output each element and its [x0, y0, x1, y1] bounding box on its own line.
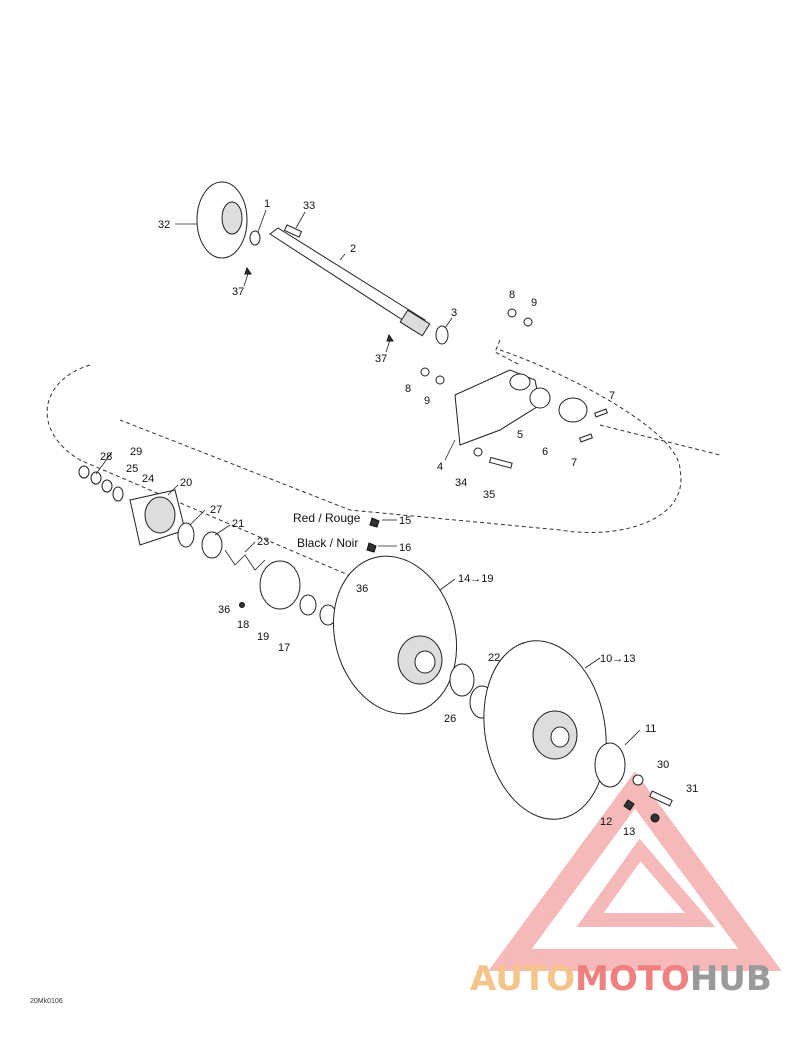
callout-19: 19 [257, 631, 269, 643]
nut-8a [507, 308, 517, 318]
callout-34: 34 [455, 477, 467, 489]
bushing-21 [201, 531, 223, 559]
callout-2: 2 [350, 243, 356, 255]
spring-23 [224, 549, 266, 571]
callout-36b: 36 [356, 583, 368, 595]
shaft-2 [269, 227, 426, 331]
watermark-part-3: HUB [690, 959, 772, 999]
callout-29: 29 [130, 446, 142, 458]
watermark-part-1: AUTO [470, 959, 575, 999]
callout-9b: 9 [424, 395, 430, 407]
ring-25 [101, 479, 113, 493]
bearing-37-top [244, 266, 252, 275]
callout-8a: 8 [509, 289, 515, 301]
washer-9b [435, 375, 445, 385]
bolt-31 [649, 790, 673, 807]
callout-3: 3 [451, 307, 457, 319]
watermark-text: AUTOMOTOHUB [470, 959, 772, 999]
callout-12: 12 [600, 816, 612, 828]
fixed-sheave [483, 640, 673, 823]
sliding-sheave [332, 517, 458, 715]
ring-24 [112, 486, 124, 502]
callout-22: 22 [488, 652, 500, 664]
washer-30 [632, 774, 644, 786]
callout-9a: 9 [531, 297, 537, 309]
watermark-part-2: MOTO [575, 959, 690, 999]
callout-26: 26 [444, 713, 456, 725]
callout-25: 25 [126, 463, 138, 475]
leader-lines [95, 209, 641, 746]
washer-3 [435, 325, 449, 345]
bearing-5 [529, 387, 551, 409]
shaft-assembly [196, 181, 449, 345]
button-15 [369, 517, 380, 528]
callout-5: 5 [517, 429, 523, 441]
nut-8b [420, 367, 430, 377]
callout-33: 33 [303, 200, 315, 212]
callout-10: 10→13 [600, 653, 635, 665]
callout-14: 14→19 [458, 573, 493, 585]
callout-6: 6 [542, 446, 548, 458]
washer-22 [449, 663, 475, 697]
ring-29 [90, 471, 102, 485]
drive-belt-outline [46, 349, 682, 581]
ring-19 [299, 594, 317, 616]
callout-17: 17 [278, 642, 290, 654]
bolt-35 [488, 456, 513, 469]
callout-11: 11 [645, 723, 656, 735]
watermark-logo [488, 771, 782, 971]
callout-24: 24 [142, 473, 154, 485]
support-bracket [420, 308, 608, 469]
callout-37a: 37 [232, 286, 244, 298]
callout-8b: 8 [405, 383, 411, 395]
bolt-7a [594, 408, 608, 418]
callout-7b: 7 [571, 457, 577, 469]
washer-34 [473, 447, 483, 457]
callout-30: 30 [657, 759, 669, 771]
callout-23: 23 [257, 536, 269, 548]
note-black: Black / Noir [297, 536, 358, 550]
nut-12 [623, 799, 635, 811]
callout-labels: 32 1 33 2 37 37 8 9 3 8 9 7 5 6 7 4 34 3… [100, 198, 698, 838]
drawing-code: 20Mk0106 [30, 998, 63, 1005]
note-red: Red / Rouge [293, 511, 361, 525]
key-33 [283, 224, 303, 238]
callout-15: 15 [399, 515, 411, 527]
callout-1: 1 [264, 198, 270, 210]
ring-28 [78, 465, 90, 479]
callout-31: 31 [686, 783, 698, 795]
screw-36a [239, 602, 245, 608]
plate-11 [594, 742, 626, 788]
callout-16: 16 [399, 542, 411, 554]
button-16 [366, 542, 377, 553]
callout-4: 4 [437, 461, 443, 473]
callout-28: 28 [100, 451, 112, 463]
screw-13 [650, 813, 660, 823]
callout-21: 21 [232, 518, 244, 530]
cam-stack [78, 465, 347, 626]
ring-27 [177, 522, 195, 548]
callout-36a: 36 [218, 604, 230, 616]
sheave-14 [332, 555, 458, 715]
callout-32: 32 [158, 219, 170, 231]
callout-7a: 7 [609, 390, 615, 402]
callout-20: 20 [180, 477, 192, 489]
nut-1 [249, 230, 261, 246]
flange-6 [558, 397, 588, 423]
callout-27: 27 [210, 504, 222, 516]
callout-18: 18 [237, 619, 249, 631]
callout-35: 35 [483, 489, 495, 501]
ring-18 [259, 560, 301, 610]
bolt-7b [579, 433, 593, 443]
callout-37b: 37 [375, 353, 387, 365]
washer-9a [523, 317, 533, 327]
callout-13: 13 [623, 826, 635, 838]
